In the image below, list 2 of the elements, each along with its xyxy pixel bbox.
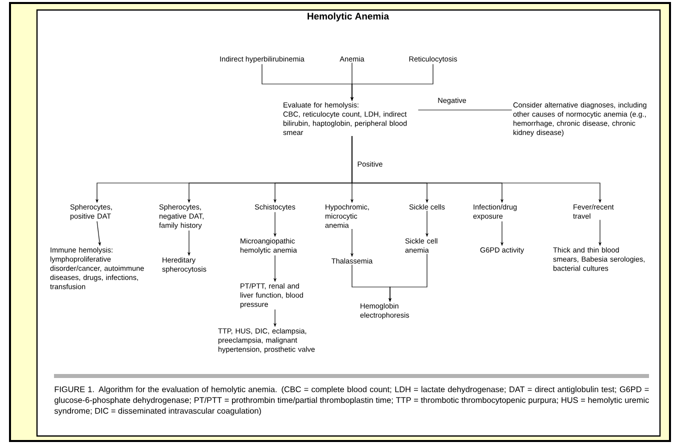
caption: FIGURE 1. Algorithm for the evaluation of hemolytic anemia. (CBC = complete blood count; LDH = lactate dehydrogenase; DAT = direct antiglobulin test; G6PD = glucose-6-phosphate dehydrogenase; PT/PTT = prothrombin time/partial thromboplastin time; TTP = thrombotic thrombocytopenic purpura; HUS = hemolytic uremic syndrome; DIC = disseminated intravascular coagulation): [54, 386, 649, 416]
title: Hemolytic Anemia: [308, 12, 390, 22]
